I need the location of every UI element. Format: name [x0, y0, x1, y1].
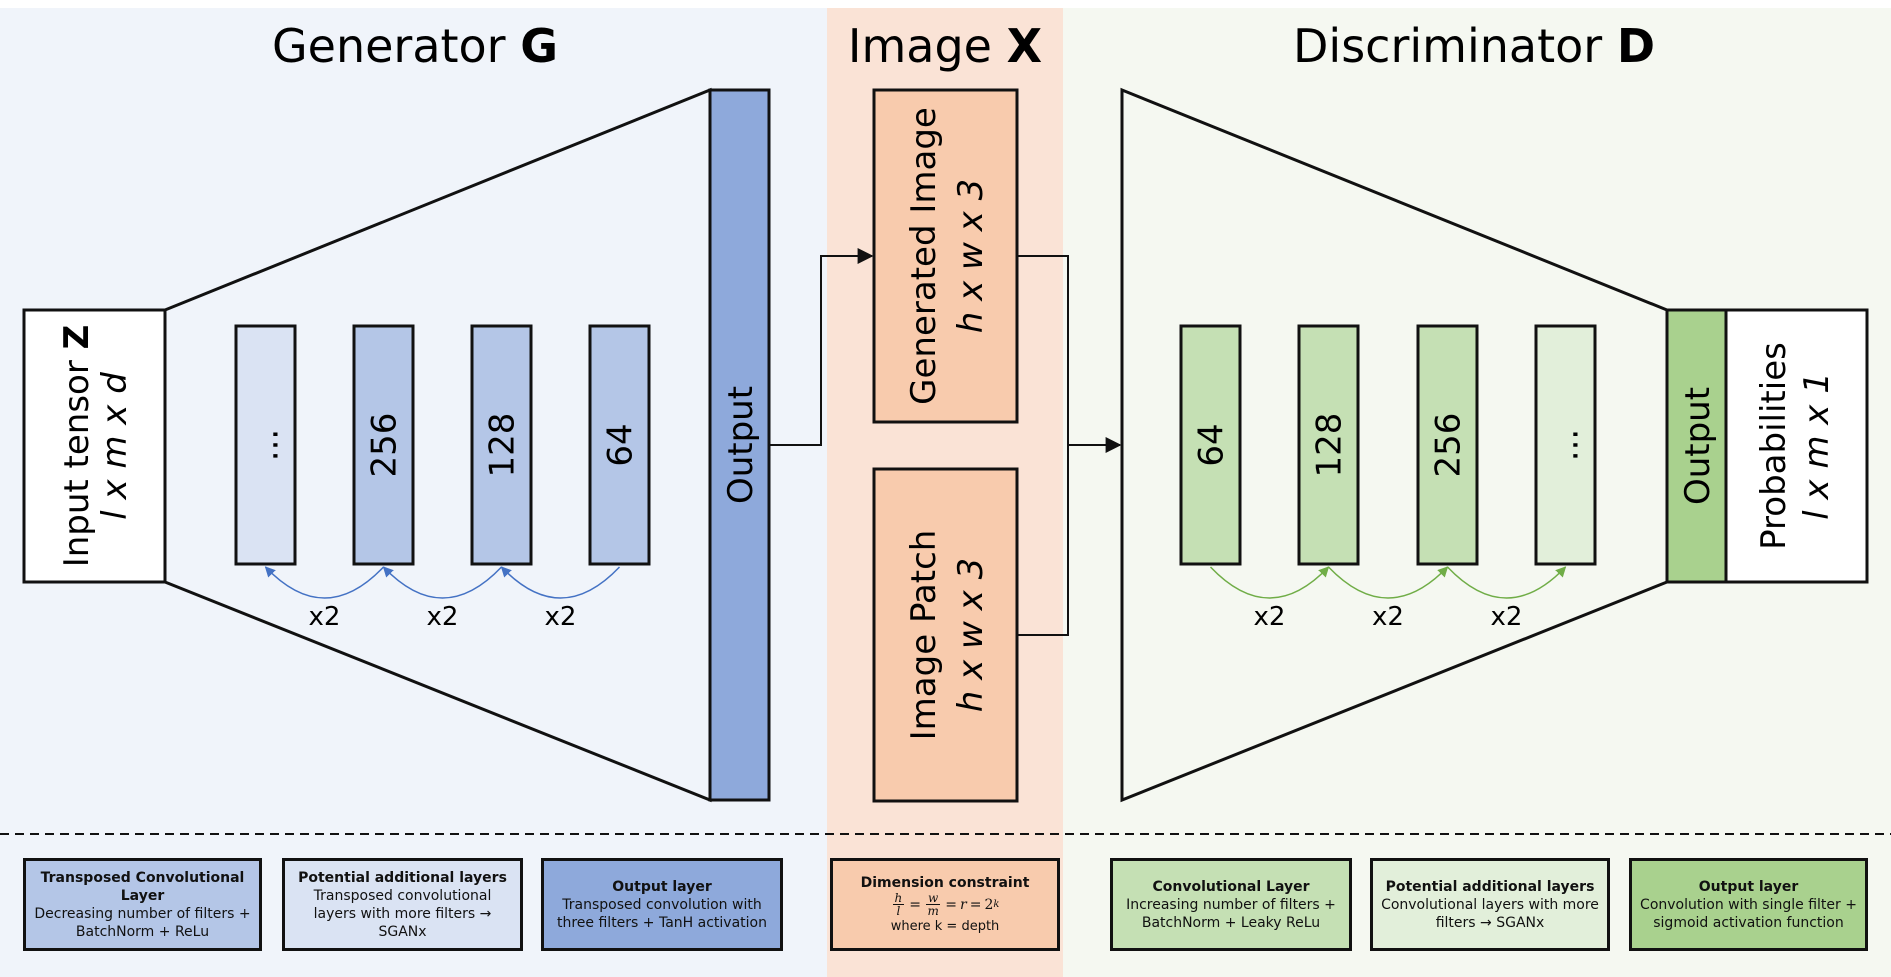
disc-layer-label-4: ...: [1547, 429, 1587, 461]
disc-multiplier-2: x2: [1372, 602, 1404, 632]
generated-image-dims: h x w x 3: [951, 179, 991, 333]
gen-layer-label-2: 256: [365, 413, 405, 478]
legend-disc-output-title: Output layer: [1698, 878, 1799, 895]
generator-output-label: Output: [721, 386, 761, 504]
legend-transposed-conv-desc: Decreasing number of filters + BatchNorm…: [34, 905, 251, 940]
probabilities-dims: l x m x 1: [1797, 372, 1837, 520]
generated-image-title: Generated Image: [904, 107, 944, 405]
gen-layer-label-4: 64: [601, 423, 641, 466]
gen-layer-3: [470, 324, 533, 566]
discriminator-output-label: Output: [1678, 387, 1718, 505]
discriminator-layers: 64 128 256... x2 x2 x2: [1179, 324, 1597, 632]
input-tensor-dims: l x m x d: [95, 372, 135, 520]
legend-gen-output: Output layer Transposed convolution with…: [541, 858, 783, 951]
disc-layer-label-1: 64: [1192, 423, 1232, 466]
legend-transposed-conv-title: Transposed Convolutional Layer: [40, 869, 245, 904]
legend-disc-output-desc: Convolution with single filter + sigmoid…: [1640, 896, 1857, 931]
discriminator-output-layer: [1665, 308, 1728, 584]
gen-layer-2: [352, 324, 415, 566]
legend-conv: Convolutional Layer Increasing number of…: [1110, 858, 1352, 951]
probabilities-title: Probabilities: [1754, 342, 1794, 550]
generator-output-layer: [708, 88, 771, 802]
legend-conv-desc: Increasing number of filters + BatchNorm…: [1126, 896, 1336, 931]
gen-skip-arrow-2: [382, 566, 503, 599]
gen-layer-label-3: 128: [483, 413, 523, 478]
disc-layer-label-3: 256: [1429, 413, 1469, 478]
disc-layer-3: [1416, 324, 1479, 566]
legend-disc-additional-title: Potential additional layers: [1385, 878, 1595, 895]
legend-gen-output-title: Output layer: [612, 878, 712, 895]
disc-layer-4: [1534, 324, 1597, 566]
input-tensor-label: Input tensor Z: [57, 325, 97, 568]
disc-skip-arrow-3: [1446, 566, 1567, 599]
generator-header: Generator G: [272, 19, 558, 73]
image-patch-box: [872, 467, 1019, 803]
disc-layer-1: [1179, 324, 1242, 566]
legend-conv-title: Convolutional Layer: [1152, 878, 1310, 895]
gen-layer-label-1: ...: [247, 429, 287, 461]
disc-skip-arrow-2: [1327, 566, 1449, 599]
discriminator-header: Discriminator D: [1293, 19, 1655, 73]
legend-constraint-title: Dimension constraint: [860, 874, 1030, 891]
legend-transposed-conv: Transposed Convolutional Layer Decreasin…: [23, 858, 262, 951]
legend-disc-additional-desc: Convolutional layers with more filters →…: [1381, 896, 1599, 931]
gen-multiplier-3: x2: [545, 602, 577, 632]
legend-disc-additional: Potential additional layers Convolutiona…: [1370, 858, 1610, 951]
legend-gen-additional: Potential additional layers Transposed c…: [282, 858, 523, 951]
gen-multiplier-1: x2: [309, 602, 341, 632]
gen-layer-4: [588, 324, 651, 566]
generated-image-connector: [1017, 255, 1069, 445]
disc-layer-2: [1297, 324, 1360, 566]
image-patch-connector: [1017, 445, 1069, 636]
legend-constraint-note: where k = depth: [890, 918, 1000, 934]
gen-multiplier-2: x2: [427, 602, 459, 632]
disc-multiplier-1: x2: [1254, 602, 1286, 632]
image-patch-title: Image Patch: [904, 530, 944, 741]
gen-skip-arrow-1: [264, 566, 385, 599]
gen-layer-1: [234, 324, 297, 566]
legend-gen-output-desc: Transposed convolution with three filter…: [557, 896, 767, 931]
generator-to-image-arrow: [769, 248, 874, 446]
generator-layers: ... 256 128 64 x2 x2 x2: [234, 324, 651, 632]
generated-image-box: [872, 88, 1019, 424]
image-header: Image X: [848, 19, 1042, 73]
legend-gen-additional-title: Potential additional layers: [298, 869, 507, 886]
image-patch-dims: h x w x 3: [951, 558, 991, 712]
legend-gen-additional-desc: Transposed convolutional layers with mor…: [313, 887, 492, 940]
gen-skip-arrow-3: [500, 566, 621, 599]
probabilities-box: [1724, 308, 1869, 584]
disc-multiplier-3: x2: [1491, 602, 1523, 632]
legend-disc-output: Output layer Convolution with single fil…: [1629, 858, 1868, 951]
disc-layer-label-2: 128: [1310, 413, 1350, 478]
input-tensor-box: [22, 308, 167, 584]
disc-skip-arrow-1: [1209, 566, 1330, 599]
